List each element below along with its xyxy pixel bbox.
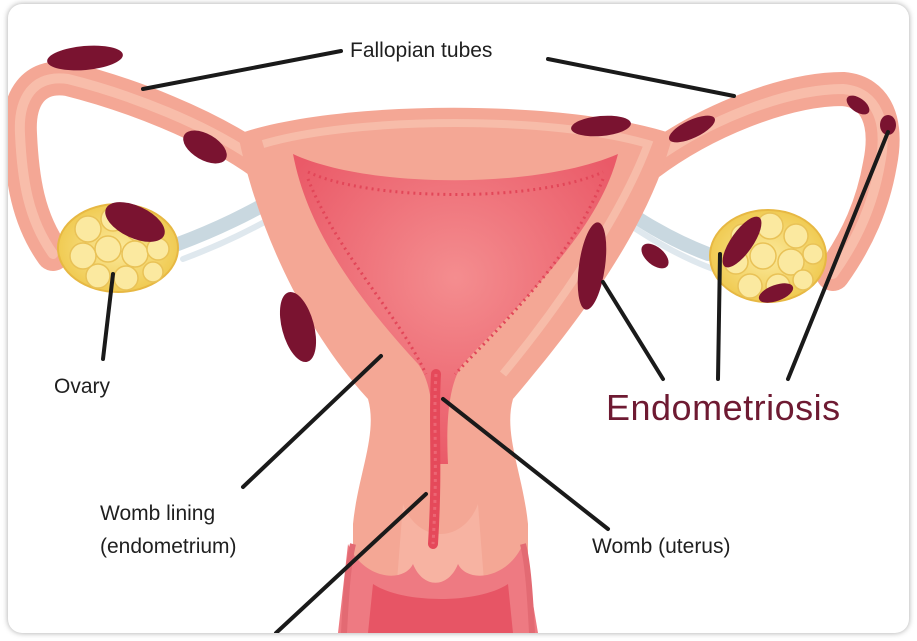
label-fallopian-tubes: Fallopian tubes xyxy=(350,38,492,64)
diagram-card: Fallopian tubes Ovary Endometriosis Womb… xyxy=(8,4,909,633)
label-ovary: Ovary xyxy=(54,374,110,400)
label-endometriosis: Endometriosis xyxy=(606,388,841,428)
label-womb-lining: Womb lining xyxy=(100,501,215,527)
label-womb-uterus: Womb (uterus) xyxy=(592,534,730,560)
label-endometrium: (endometrium) xyxy=(100,534,237,560)
